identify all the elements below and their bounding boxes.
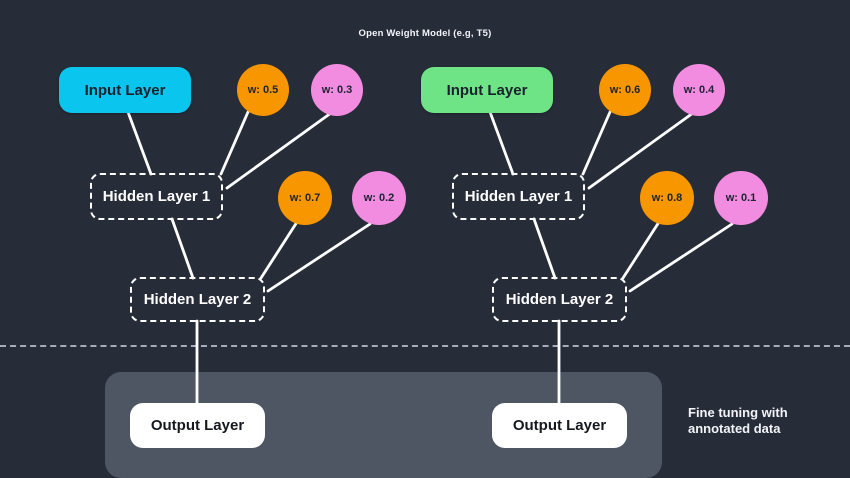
connection-line — [126, 110, 153, 176]
connection-line — [587, 111, 695, 190]
output-layer-node: Output Layer — [492, 403, 627, 448]
weight-circle: w: 0.8 — [640, 171, 694, 225]
input-layer-node: Input Layer — [59, 67, 191, 113]
input-layer-node: Input Layer — [421, 67, 553, 113]
weight-circle: w: 0.2 — [352, 171, 406, 225]
hidden-layer-2-node: Hidden Layer 2 — [130, 277, 265, 322]
connection-line — [488, 110, 515, 176]
connection-line — [225, 111, 333, 190]
connection-line — [628, 222, 734, 293]
hidden-layer-1-node: Hidden Layer 1 — [90, 173, 223, 220]
connection-line — [581, 110, 612, 176]
connection-line — [621, 220, 661, 280]
connection-line — [170, 217, 195, 280]
weight-circle: w: 0.3 — [311, 64, 363, 116]
connection-line — [259, 220, 299, 280]
connection-line — [532, 217, 557, 280]
weight-circle: w: 0.6 — [599, 64, 651, 116]
weight-circle: w: 0.4 — [673, 64, 725, 116]
diagram-title: Open Weight Model (e.g, T5) — [358, 28, 492, 39]
weight-circle: w: 0.5 — [237, 64, 289, 116]
hidden-layer-2-node: Hidden Layer 2 — [492, 277, 627, 322]
fine-tuning-caption: Fine tuning with annotated data — [688, 405, 788, 437]
connection-line — [219, 110, 250, 176]
pretraining-finetuning-divider — [0, 345, 850, 347]
output-layer-node: Output Layer — [130, 403, 265, 448]
connection-line — [266, 222, 372, 293]
hidden-layer-1-node: Hidden Layer 1 — [452, 173, 585, 220]
weight-circle: w: 0.7 — [278, 171, 332, 225]
weight-circle: w: 0.1 — [714, 171, 768, 225]
